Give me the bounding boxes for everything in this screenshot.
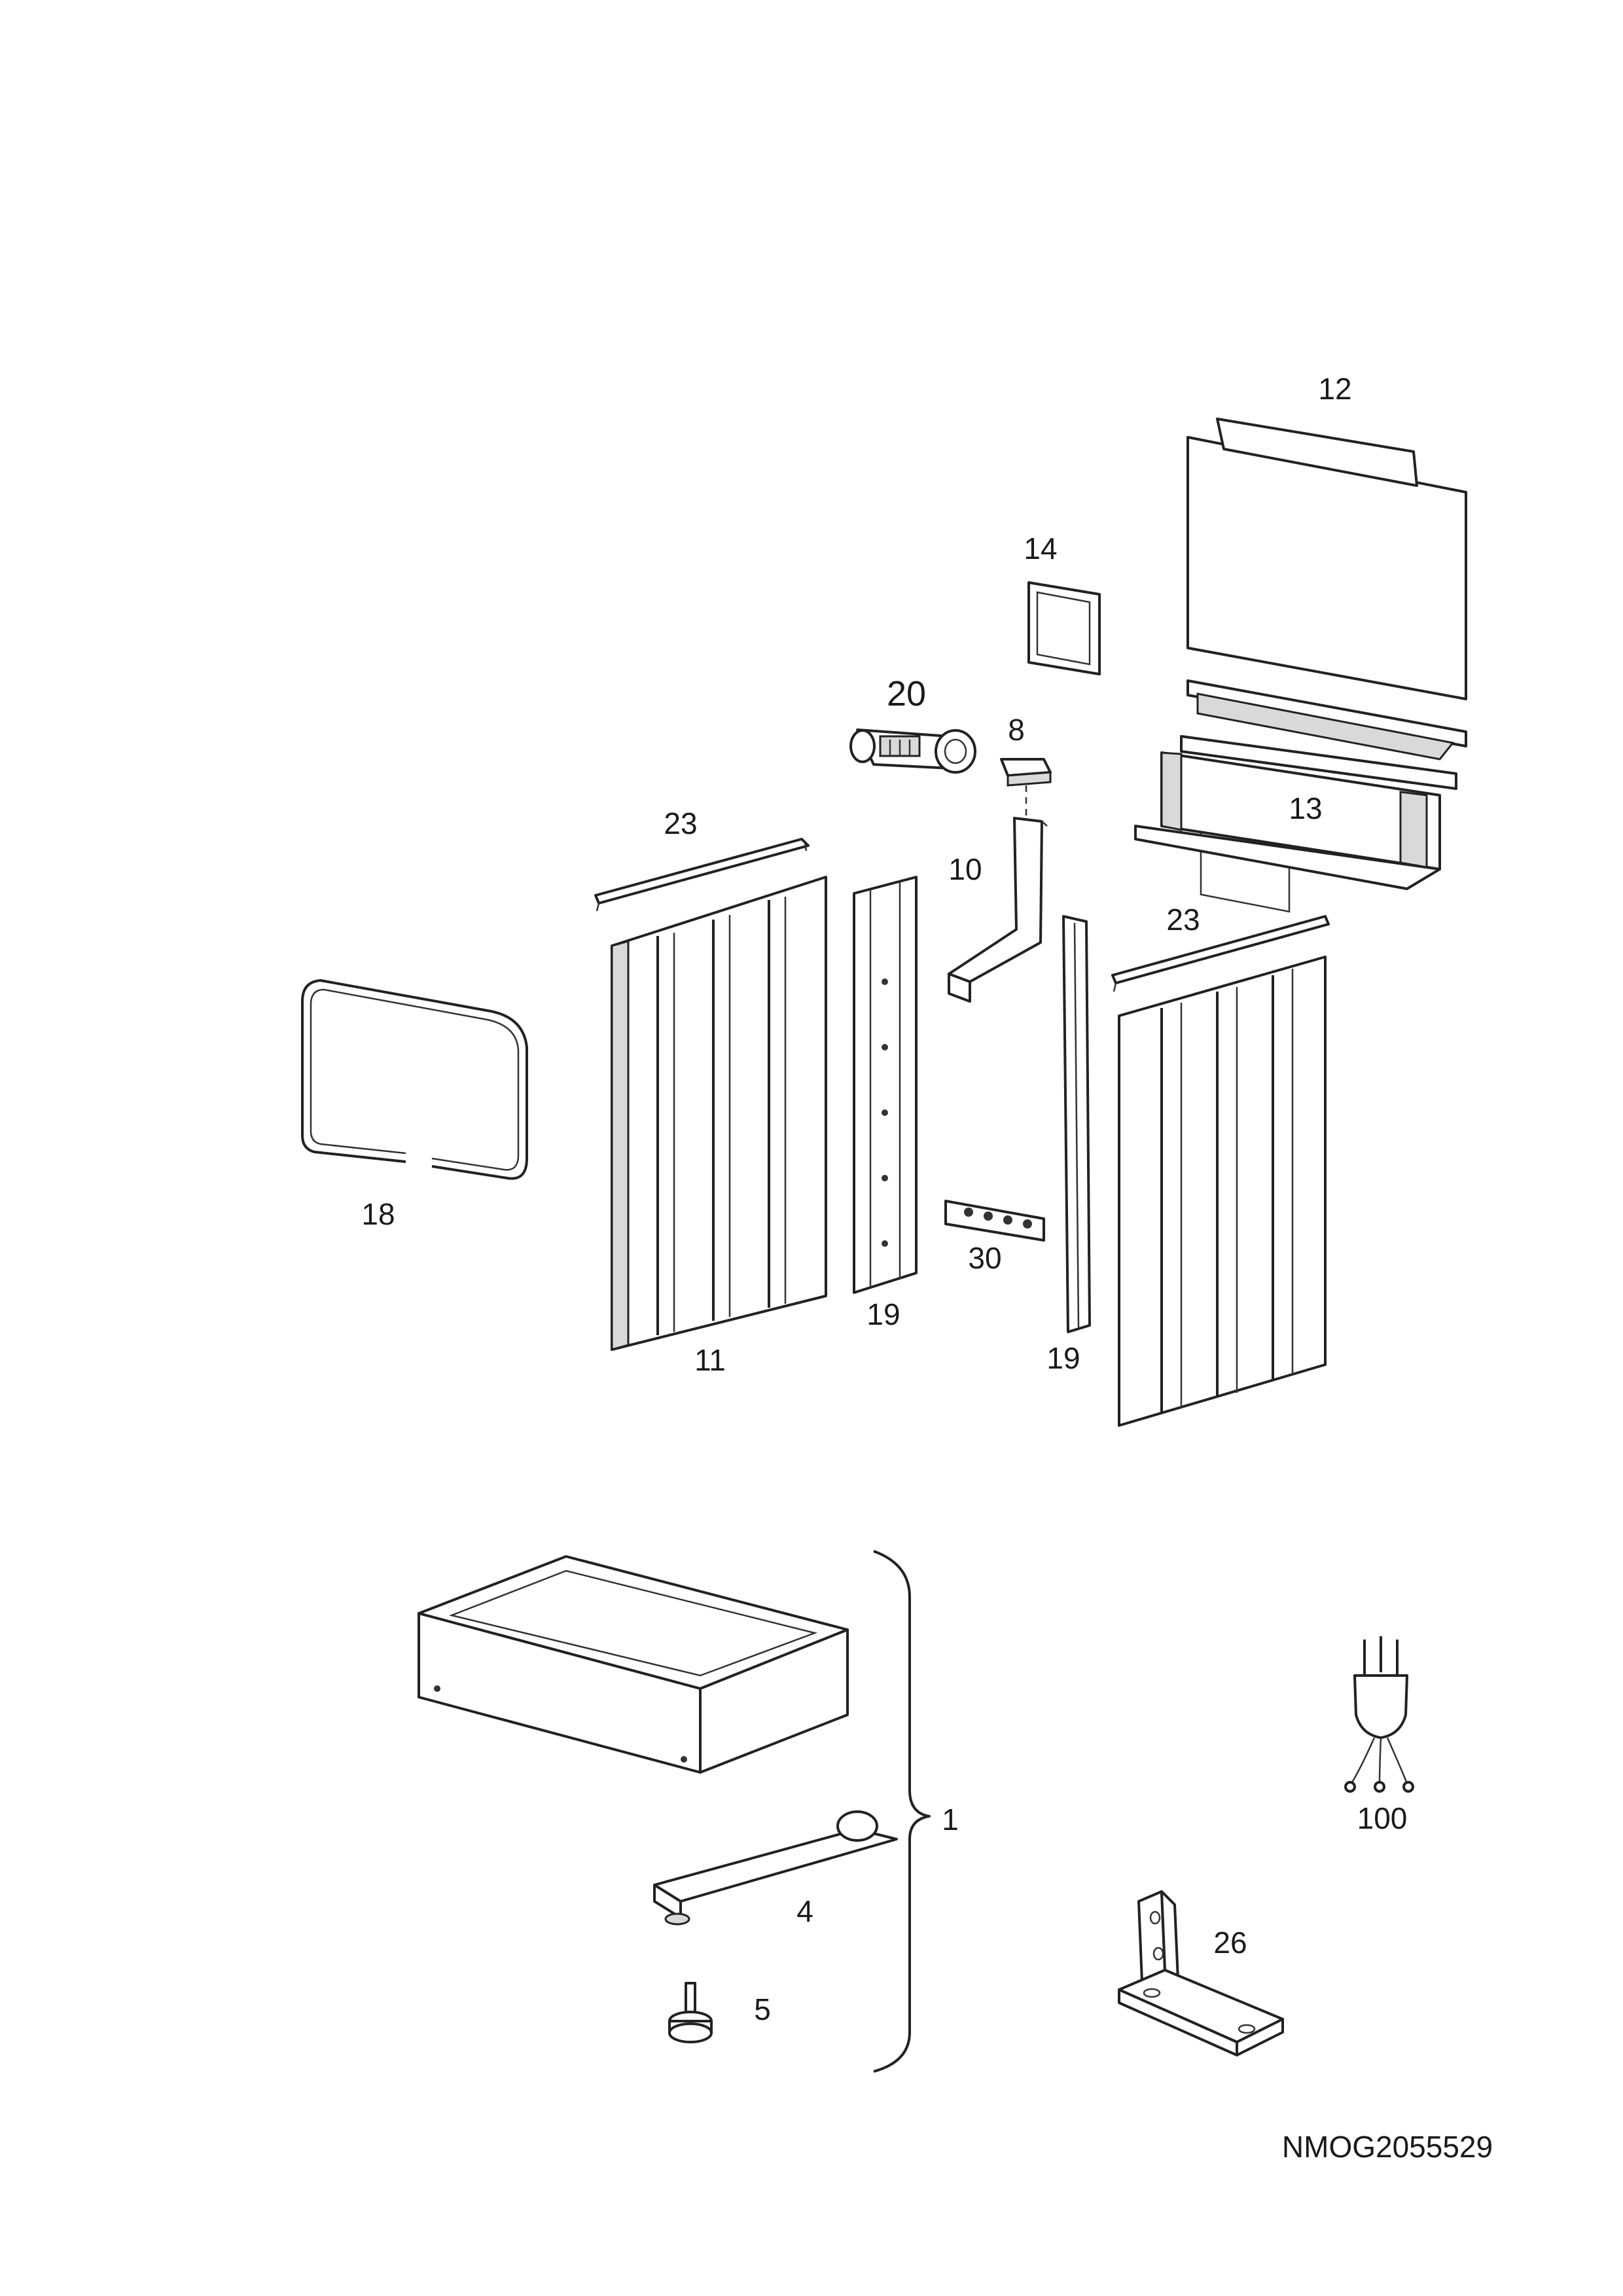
callout-23-right: 23 <box>1166 903 1200 937</box>
part-8-cap <box>1000 758 1052 787</box>
group-1-bracket <box>873 1550 931 2073</box>
callout-19-right: 19 <box>1046 1341 1080 1375</box>
part-23-right-rail <box>1111 915 1330 992</box>
callout-14: 14 <box>1024 531 1058 565</box>
callout-4: 4 <box>796 1894 813 1928</box>
callout-20: 20 <box>886 674 927 713</box>
callout-10: 10 <box>948 852 982 886</box>
callout-1: 1 <box>942 1803 959 1837</box>
part-20-blower-fan <box>849 728 976 774</box>
part-13-tray <box>1134 735 1457 890</box>
part-14-plate <box>1027 581 1101 675</box>
callout-30: 30 <box>968 1241 1002 1275</box>
callout-23-left: 23 <box>664 806 698 840</box>
part-1-base-frame <box>418 1555 849 1774</box>
callout-100: 100 <box>1357 1801 1408 1835</box>
callout-12: 12 <box>1318 372 1352 406</box>
right-side-panel <box>1118 956 1327 1427</box>
part-10-bent-duct <box>948 817 1048 1003</box>
callout-26: 26 <box>1213 1926 1247 1960</box>
part-19-left-post <box>853 876 918 1294</box>
part-18-door-gasket <box>301 979 528 1180</box>
part-12-rear-panel <box>1186 418 1467 913</box>
callout-11: 11 <box>694 1343 726 1377</box>
drawing-reference-code: NMOG2055529 <box>1281 2130 1493 2164</box>
callout-8: 8 <box>1008 713 1025 747</box>
part-19-right-post <box>1062 915 1091 1333</box>
part-30-terminal-block <box>944 1200 1045 1242</box>
callout-19-left: 19 <box>866 1297 901 1331</box>
part-100-power-plug <box>1344 1636 1414 1793</box>
callout-13: 13 <box>1289 791 1323 825</box>
part-5-foot <box>668 1982 713 2043</box>
part-11-left-side-panel <box>611 876 827 1351</box>
callout-5: 5 <box>754 1992 771 2026</box>
part-23-left-rail <box>594 838 810 912</box>
part-26-l-bracket <box>1118 1890 1284 2056</box>
callout-18: 18 <box>361 1197 395 1231</box>
part-4-leg-rail <box>653 1810 898 1926</box>
